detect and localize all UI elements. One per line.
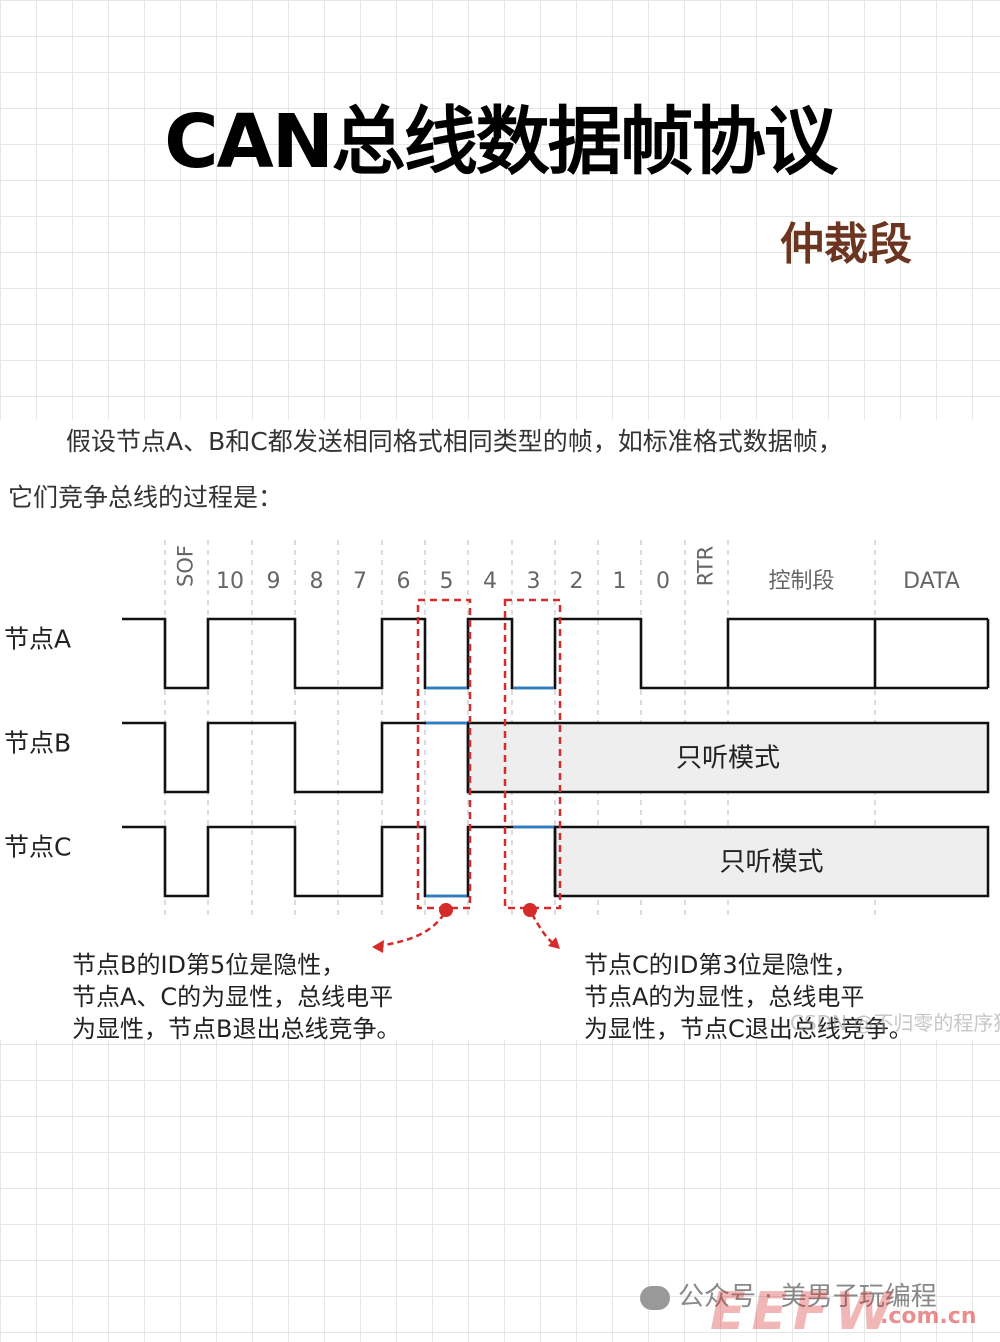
node-labels: 节点A 节点B 节点C (4, 625, 71, 862)
annotation-right-line-1: 节点C的ID第3位是隐性， (584, 951, 858, 979)
annotation-left-line-3: 为显性，节点B退出总线竞争。 (72, 1015, 400, 1043)
domain-watermark: .com.cn (880, 1304, 977, 1329)
bit-header: 5 (440, 569, 454, 594)
signal-waveform (122, 825, 557, 898)
arrowhead-bit-3 (548, 937, 560, 949)
annotation-right: 节点C的ID第3位是隐性， 节点A的为显性，总线电平 为显性，节点C退出总线竞争… (584, 951, 913, 1043)
listen-mode-box (466, 721, 990, 794)
bit-header: SOF (174, 545, 198, 587)
wechat-watermark-text: 公众号 · 美男子玩编程 (678, 1282, 937, 1312)
bit-header: 6 (397, 569, 411, 594)
node-label: 节点C (4, 833, 71, 862)
csdn-watermark: CSDN @不归零的程序猿 (790, 1011, 1000, 1035)
annotation-right-line-2: 节点A的为显性，总线电平 (584, 983, 864, 1011)
annotation-left: 节点B的ID第5位是隐性， 节点A、C的为显性，总线电平 为显性，节点B退出总线… (72, 951, 400, 1043)
intro-line-1: 假设节点A、B和C都发送相同格式相同类型的帧，如标准格式数据帧， (66, 427, 843, 456)
bit-header: RTR (694, 546, 718, 586)
marker-dot-bit-3 (523, 903, 537, 917)
annotation-right-line-3: 为显性，节点C退出总线竞争。 (584, 1015, 913, 1043)
bit-header: 1 (613, 569, 627, 594)
intro-line-2: 它们竞争总线的过程是： (8, 483, 284, 512)
marker-dot-bit-5 (439, 903, 453, 917)
listen-mode-label: 只听模式 (719, 848, 823, 878)
bit-header: 0 (656, 569, 670, 594)
frame-fields (726, 617, 990, 690)
wechat-icon (640, 1285, 670, 1310)
page-title: CAN总线数据帧协议 (164, 99, 838, 185)
listen-mode-label: 只听模式 (676, 744, 780, 774)
signal-waveform (122, 617, 728, 690)
bit-header: 8 (310, 569, 324, 594)
annotation-left-line-2: 节点A、C的为显性，总线电平 (72, 983, 393, 1011)
bit-header: 7 (353, 569, 367, 594)
brand-watermark: EEFW (710, 1282, 898, 1342)
section-subtitle: 仲裁段 (780, 219, 912, 270)
signal-waveform (122, 721, 470, 794)
bit-header: 3 (527, 569, 541, 594)
bit-header: 2 (570, 569, 584, 594)
recessive-marks (426, 686, 554, 898)
bit-header: DATA (903, 569, 960, 594)
listen-mode-box (553, 825, 990, 898)
node-label: 节点A (4, 625, 71, 654)
bit-header: 9 (267, 569, 281, 594)
wechat-watermark: 公众号 · 美男子玩编程 (640, 1276, 937, 1313)
arrowhead-bit-5 (372, 940, 384, 953)
arrow-bit-5 (377, 913, 446, 948)
arrow-bit-3 (530, 913, 555, 945)
bit-header: 4 (483, 569, 497, 594)
node-label: 节点B (4, 729, 71, 758)
annotation-left-line-1: 节点B的ID第5位是隐性， (72, 951, 345, 979)
bit-header: 控制段 (768, 569, 834, 594)
signal-waveforms (122, 617, 990, 898)
bit-header: 10 (216, 569, 244, 594)
highlight-boxes (372, 598, 562, 953)
